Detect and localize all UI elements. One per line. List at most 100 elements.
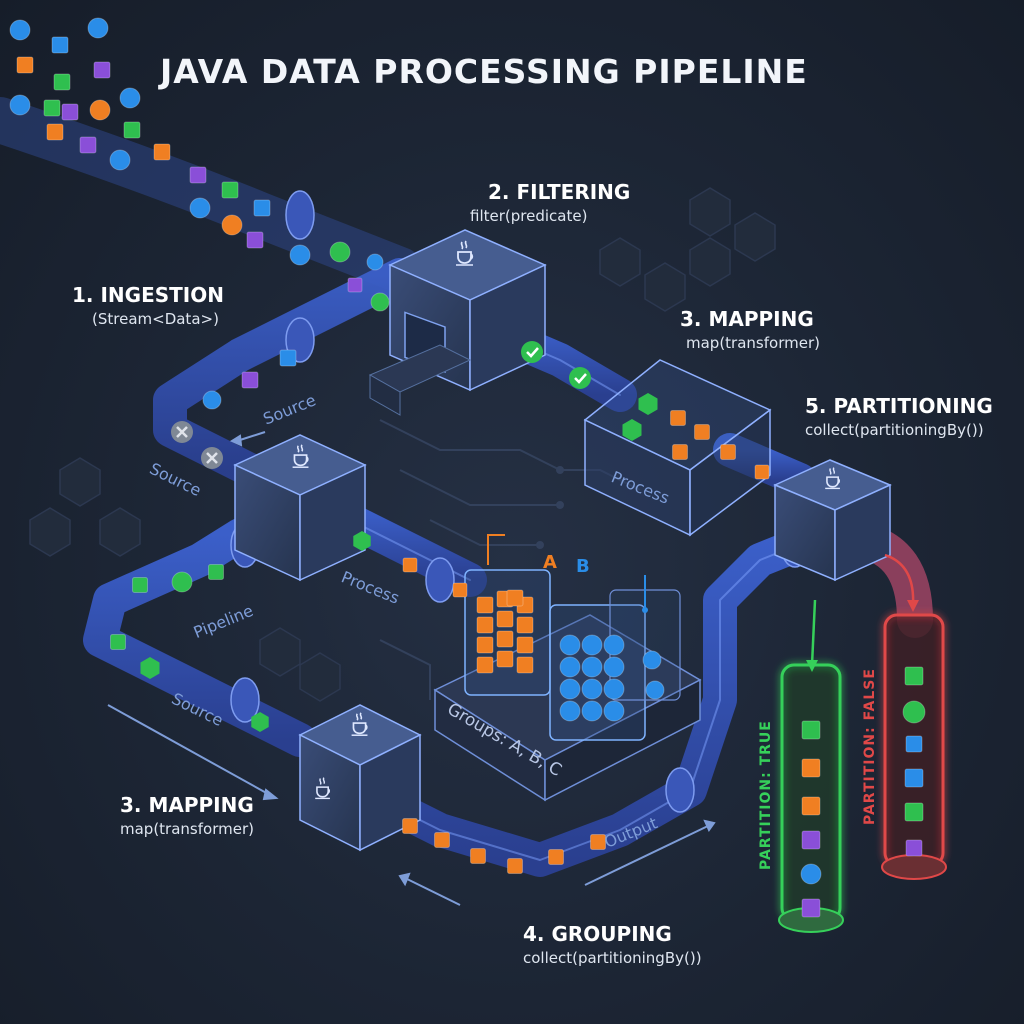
cube-icon [516, 616, 534, 634]
cube-icon [672, 444, 688, 460]
cube-icon [694, 424, 710, 440]
sphere-icon [559, 656, 581, 678]
check-icon [574, 373, 587, 384]
cube-icon [241, 371, 259, 389]
stage-mapping-top-code: map(transformer) [686, 334, 820, 352]
sphere-icon [642, 650, 662, 670]
stage-ingestion: 1. INGESTION (Stream<Data>) [72, 283, 224, 328]
sphere-icon [171, 571, 193, 593]
stage-filtering-code: filter(predicate) [470, 207, 588, 225]
partition-true-label: PARTITION: TRUE [758, 720, 774, 870]
cross-icon [176, 426, 188, 438]
cube-icon [476, 656, 494, 674]
sphere-icon [559, 700, 581, 722]
sphere-icon [581, 634, 603, 656]
filter-machine [368, 229, 547, 416]
stage-mapping-bottom-code: map(transformer) [120, 820, 254, 838]
sphere-icon [559, 634, 581, 656]
check-icon [526, 347, 539, 358]
sphere-icon [370, 292, 390, 312]
cube-icon [79, 136, 97, 154]
cube-icon [221, 181, 239, 199]
cube-icon [93, 61, 111, 79]
cube-icon [347, 277, 363, 293]
cube-icon [801, 796, 821, 816]
partition-false-label: PARTITION: FALSE [862, 668, 878, 825]
sphere-icon [119, 87, 141, 109]
cube-icon [516, 636, 534, 654]
sphere-icon [603, 678, 625, 700]
cube-icon [476, 636, 494, 654]
stage-filtering: 2. FILTERING filter(predicate) [470, 180, 630, 225]
hexagon-icon [622, 419, 642, 441]
cube-icon [516, 656, 534, 674]
stage-mapping-bottom-heading: 3. MAPPING [120, 793, 254, 817]
flow-arrows [107, 431, 716, 906]
cube-icon [506, 589, 524, 607]
cube-icon [548, 849, 564, 865]
stage-grouping-heading: 4. GROUPING [523, 922, 672, 946]
sphere-icon [603, 700, 625, 722]
sphere-icon [603, 656, 625, 678]
sphere-icon [87, 17, 109, 39]
hexagon-icon [638, 393, 658, 415]
stage-ingestion-code: (Stream<Data>) [92, 310, 219, 328]
cube-icon [51, 36, 69, 54]
cube-icon [905, 735, 923, 753]
cube-icon [246, 231, 264, 249]
partition-tubes [778, 553, 947, 933]
cube-icon [123, 121, 141, 139]
sphere-icon [902, 700, 926, 724]
sphere-icon [289, 244, 311, 266]
ingestion-stream [0, 97, 423, 293]
sphere-icon [329, 241, 351, 263]
stage-mapping-top-heading: 3. MAPPING [680, 307, 814, 331]
pipe-source-loop [153, 258, 417, 487]
cube-icon [153, 143, 171, 161]
cube-icon [476, 616, 494, 634]
cube-icon [402, 557, 418, 573]
cube-icon [496, 630, 514, 648]
sphere-icon [202, 390, 222, 410]
cube-icon [43, 99, 61, 117]
sphere-icon [800, 863, 822, 885]
stage-partitioning-heading: 5. PARTITIONING [805, 394, 993, 418]
sphere-icon [645, 680, 665, 700]
cube-icon [189, 166, 207, 184]
cube-icon [670, 410, 686, 426]
sphere-icon [189, 197, 211, 219]
cube-icon [132, 577, 148, 593]
background-hexagons [29, 187, 776, 702]
stage-filtering-heading: 2. FILTERING [488, 180, 631, 204]
cube-icon [905, 839, 923, 857]
hexagon-icon [140, 657, 160, 679]
cube-icon [61, 103, 79, 121]
cube-icon [110, 634, 126, 650]
cube-icon [476, 596, 494, 614]
cube-icon [904, 666, 924, 686]
sphere-icon [581, 656, 603, 678]
check-icon [569, 367, 591, 389]
data-elements [9, 17, 926, 918]
cube-icon [16, 56, 34, 74]
cube-icon [496, 650, 514, 668]
stage-mapping-top: 3. MAPPING map(transformer) [680, 307, 820, 352]
group-label-a: A [543, 552, 557, 573]
sphere-icon [559, 678, 581, 700]
cube-icon [720, 444, 736, 460]
stage-partitioning: 5. PARTITIONING collect(partitioningBy()… [805, 394, 993, 439]
cube-icon [46, 123, 64, 141]
cube-icon [507, 858, 523, 874]
cube-icon [496, 610, 514, 628]
cube-icon [754, 464, 770, 480]
cube-icon [402, 818, 418, 834]
cube-icon [253, 199, 271, 217]
cube-icon [801, 720, 821, 740]
sphere-icon [581, 700, 603, 722]
cube-icon [208, 564, 224, 580]
cube-icon [801, 830, 821, 850]
sphere-icon [109, 149, 131, 171]
cube-icon [904, 802, 924, 822]
